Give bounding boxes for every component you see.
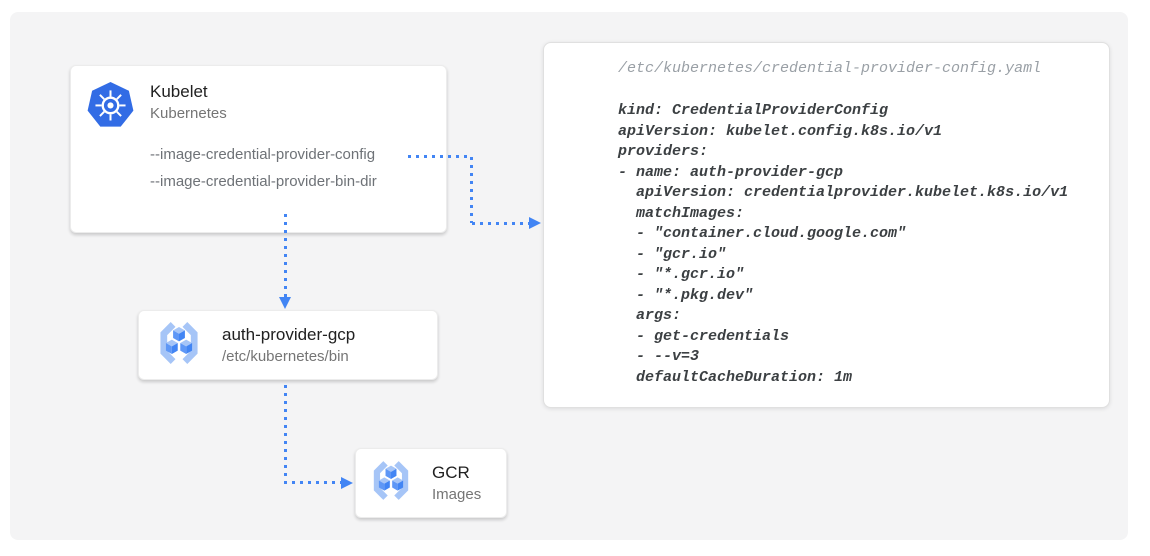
- kubelet-subtitle: Kubernetes: [150, 105, 227, 122]
- auth-provider-gcp-node: auth-provider-gcp /etc/kubernetes/bin: [138, 310, 438, 380]
- container-registry-icon: [366, 459, 416, 507]
- connector-config-to-yaml-h2: [472, 222, 530, 225]
- connector-kubelet-to-provider: [284, 214, 287, 298]
- kubelet-flags: --image-credential-provider-config --ima…: [150, 141, 377, 195]
- kubelet-title: Kubelet: [150, 82, 208, 101]
- flag-image-credential-provider-bin-dir: --image-credential-provider-bin-dir: [150, 173, 377, 190]
- gcr-title: GCR: [432, 462, 470, 482]
- config-file-panel: /etc/kubernetes/credential-provider-conf…: [543, 42, 1110, 408]
- auth-provider-gcp-title: auth-provider-gcp: [222, 324, 356, 344]
- container-registry-icon: [152, 320, 206, 371]
- arrowhead-to-yaml-panel: [529, 217, 541, 229]
- connector-config-to-yaml-v: [470, 157, 473, 223]
- kubernetes-icon: [87, 81, 134, 232]
- arrowhead-to-provider: [279, 297, 291, 309]
- config-file-yaml: kind: CredentialProviderConfig apiVersio…: [618, 102, 1069, 386]
- connector-config-to-yaml-h1: [408, 155, 472, 158]
- auth-provider-gcp-path: /etc/kubernetes/bin: [222, 347, 349, 365]
- flag-image-credential-provider-config: --image-credential-provider-config: [150, 146, 376, 163]
- gcr-node: GCR Images: [355, 448, 507, 518]
- config-file-path: /etc/kubernetes/credential-provider-conf…: [618, 60, 1042, 77]
- gcr-subtitle: Images: [432, 485, 482, 503]
- connector-provider-to-gcr-v: [284, 385, 287, 481]
- kubelet-node: Kubelet Kubernetes --image-credential-pr…: [70, 65, 447, 233]
- connector-provider-to-gcr-h: [284, 481, 342, 484]
- arrowhead-to-gcr: [341, 477, 353, 489]
